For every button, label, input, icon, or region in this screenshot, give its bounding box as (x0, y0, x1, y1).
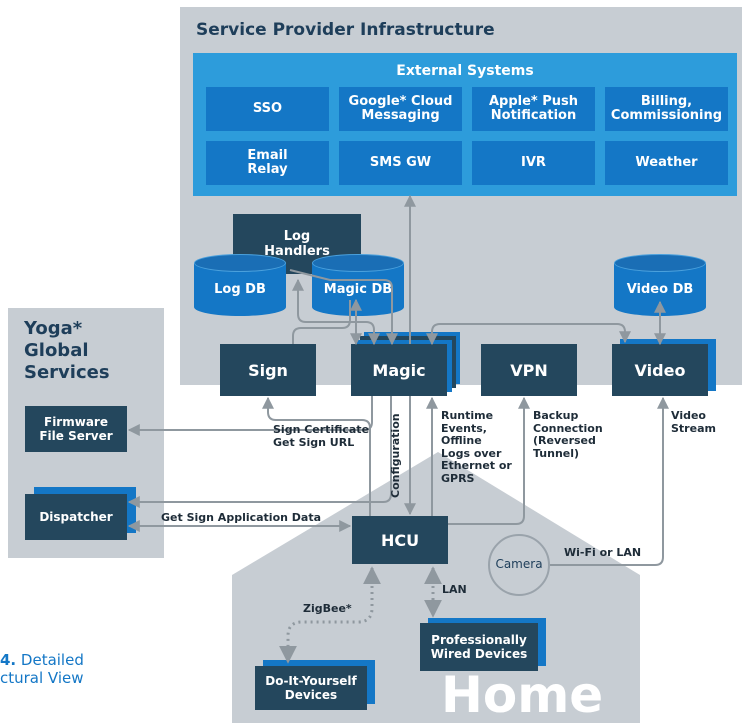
configuration-label: Configuration (389, 413, 402, 498)
magic-to-loghandlers-line (289, 269, 398, 346)
figure-caption-line1: Detailed (16, 651, 84, 669)
sign-box: Sign (220, 344, 316, 396)
camera-label: Camera (495, 557, 543, 571)
camera-circle (488, 534, 550, 596)
log-db-cylinder: Log DB (194, 254, 286, 316)
hcu-to-vpn-line (448, 396, 530, 525)
service-provider-title: Service Provider Infrastructure (196, 20, 495, 40)
sign-to-magicdb-line (292, 300, 351, 344)
external-systems-title: External Systems (396, 63, 534, 79)
magic-to-logdb-line (292, 278, 380, 346)
magic-to-video-line (426, 323, 631, 346)
home-title: Home (441, 666, 604, 724)
yoga-title: Yoga* Global Services (24, 318, 110, 383)
runtime-events-label: Runtime Events, Offline Logs over Ethern… (441, 409, 512, 485)
magic-box: Magic (351, 344, 447, 396)
zigbee-line (279, 566, 381, 664)
external-cell: Billing, Commissioning (605, 87, 728, 131)
sign-to-hcu-line (262, 396, 371, 516)
diy-devices-box: Do-It-Yourself Devices (255, 666, 367, 710)
external-cell: Google* Cloud Messaging (339, 87, 462, 131)
external-cell: IVR (472, 141, 595, 185)
pro-wired-devices-box: Professionally Wired Devices (420, 623, 538, 671)
firmware-file-server-box: Firmware File Server (25, 406, 127, 452)
camera-to-video-line (550, 396, 669, 566)
sign-certificate-label: Sign Certificate Get Sign URL (273, 423, 370, 449)
video-stream-label: Video Stream (671, 409, 716, 435)
dispatcher-to-magic-line (127, 396, 392, 508)
wifi-lan-label: Wi-Fi or LAN (564, 546, 642, 559)
external-cell: SSO (206, 87, 329, 131)
figure-caption-number: 4. (0, 651, 17, 669)
figure-caption: 4. Detailed ctural View (0, 651, 84, 687)
backup-connection-label: Backup Connection (Reversed Tunnel) (533, 409, 603, 460)
external-cell: Apple* Push Notification (472, 87, 595, 131)
video-db-label: Video DB (626, 282, 694, 297)
dispatcher-box: Dispatcher (25, 494, 127, 540)
vpn-box: VPN (481, 344, 577, 396)
video-box: Video (612, 344, 708, 396)
hcu-box: HCU (352, 516, 448, 564)
external-cell: Weather (605, 141, 728, 185)
figure-caption-line2: ctural View (0, 669, 84, 687)
get-sign-app-data-label: Get Sign Application Data (161, 511, 322, 524)
log-db-label: Log DB (214, 282, 266, 297)
external-cell: Email Relay (206, 141, 329, 185)
external-cell: SMS GW (339, 141, 462, 185)
lan-label: LAN (442, 583, 467, 596)
zigbee-label: ZigBee* (303, 602, 352, 615)
